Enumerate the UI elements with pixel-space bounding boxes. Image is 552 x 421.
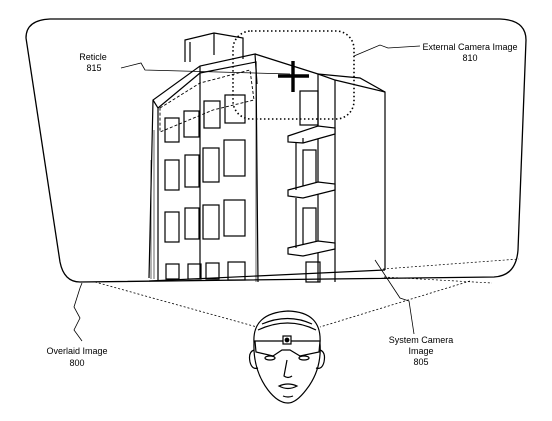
building-balconies bbox=[287, 125, 336, 257]
system-camera-image-label-line2: Image bbox=[408, 346, 433, 356]
external-camera-image-number: 810 bbox=[462, 53, 477, 63]
building-highlight-region bbox=[159, 69, 255, 133]
crosshair-icon bbox=[278, 61, 309, 92]
system-camera-image-number: 805 bbox=[413, 357, 428, 367]
overlaid-image-number: 800 bbox=[69, 358, 84, 368]
external-camera-image-label: External Camera Image bbox=[422, 42, 517, 52]
building-windows bbox=[164, 90, 321, 283]
system-camera-image-label-line1: System Camera bbox=[389, 335, 454, 345]
viewer-face bbox=[248, 310, 326, 404]
system-camera-image-frame bbox=[382, 258, 520, 284]
reticle-label: Reticle bbox=[79, 52, 107, 62]
system-camera-leader bbox=[374, 259, 415, 335]
leader-lines bbox=[73, 44, 421, 342]
viewing-cone bbox=[94, 280, 471, 328]
reticle-leader bbox=[120, 62, 291, 75]
display-frame bbox=[25, 18, 527, 283]
reticle-number: 815 bbox=[86, 63, 101, 73]
overlaid-image-leader bbox=[73, 282, 83, 342]
building bbox=[148, 32, 386, 283]
external-camera-image-region bbox=[232, 30, 355, 120]
external-camera-leader bbox=[353, 44, 421, 57]
overlaid-image-label: Overlaid Image bbox=[46, 346, 107, 356]
headset-visor bbox=[254, 340, 321, 357]
